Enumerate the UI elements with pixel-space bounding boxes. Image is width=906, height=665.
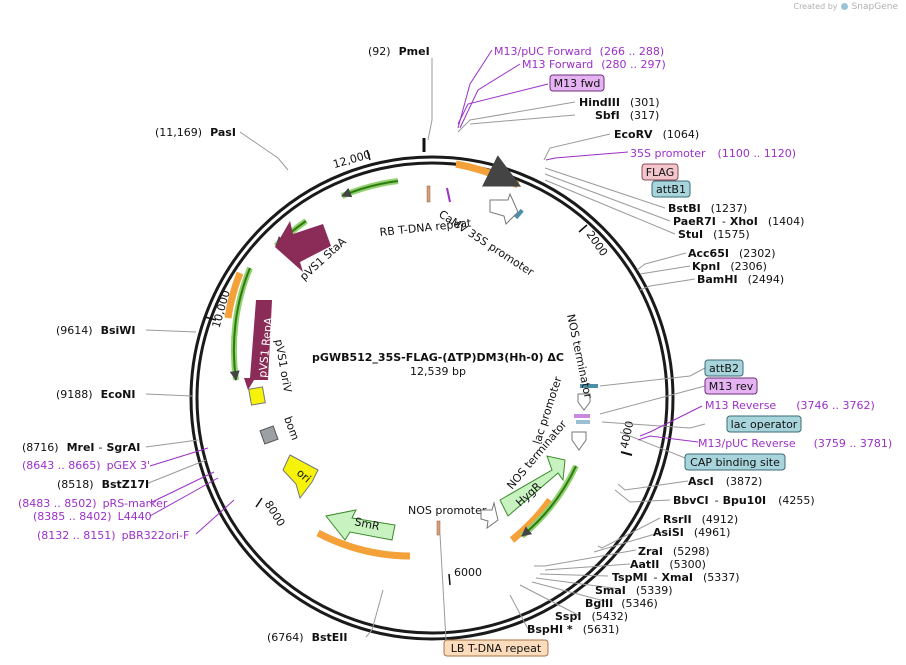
box-m13-rev-label: M13 rev	[709, 380, 754, 393]
site-bstz17i: (8518)BstZ17I	[57, 478, 149, 491]
feature-nos-promoter-arrow	[480, 501, 499, 530]
site-pasi: (11,169)PasI	[155, 126, 236, 139]
primer-m13-forward: M13 Forward(280 .. 297)	[522, 58, 666, 71]
site-mrei-sgrai: (8716)MreI-SgrAI	[22, 441, 140, 454]
box-lac-operator	[726, 415, 802, 433]
box-attb1	[651, 180, 691, 198]
box-flag-label: FLAG	[646, 166, 675, 179]
site-zrai: ZraI(5298)	[638, 545, 710, 558]
feature-nos-promoter-label: NOS promoter	[408, 504, 487, 517]
feature-flag-marker	[514, 208, 524, 220]
feature-repa	[244, 300, 272, 390]
primer-prs-marker: (8483 .. 8502)pRS-marker	[18, 497, 168, 510]
feature-arc-left	[224, 271, 244, 319]
feature-arc-bottom	[316, 529, 411, 560]
watermark-prefix: Created by	[793, 2, 838, 11]
primer-35s-promoter: 35S promoter(1100 .. 1120)	[630, 147, 796, 160]
site-bamhi: BamHI(2494)	[697, 273, 784, 286]
box-lac-operator-label: lac operator	[731, 418, 798, 431]
primer-m13puc-forward: M13/pUC Forward(266 .. 288)	[494, 45, 664, 58]
primer-l4440: (8385 .. 8402)L4440	[33, 510, 152, 523]
feature-repa-label: pVS1 RepA	[256, 316, 275, 378]
site-kpni: KpnI(2306)	[692, 260, 767, 273]
site-bglii: BglII(5346)	[585, 597, 658, 610]
backbone-inner	[195, 161, 669, 635]
box-cap-binding	[684, 453, 786, 471]
feature-rb-marker	[426, 185, 431, 203]
box-attb2-label: attB2	[709, 362, 739, 375]
site-bsteii: (6764)BstEII	[267, 631, 347, 644]
site-asci: AscI(3872)	[688, 475, 762, 488]
site-econi: (9188)EcoNI	[56, 388, 135, 401]
box-flag	[641, 163, 679, 181]
plasmid-size: 12,539 bp	[410, 365, 466, 378]
site-bstbi: BstBI(1237)	[668, 202, 747, 215]
feature-rb-label: RB T-DNA repeat	[379, 216, 472, 239]
feature-oriv-label: pVS1 oriV	[272, 338, 294, 394]
green-arc-top	[340, 178, 399, 199]
site-sspi: SspI(5432)	[555, 610, 628, 623]
box-m13-rev	[704, 377, 758, 395]
feature-nos-terminator-label: NOS terminator	[564, 313, 595, 400]
feature-lb-marker	[436, 520, 441, 536]
feature-lacop-marker	[576, 420, 590, 424]
snapgene-logo-icon	[841, 3, 849, 10]
site-tspmi-xmai: TspMI-XmaI(5337)	[612, 571, 740, 584]
feature-smr	[325, 509, 396, 541]
site-acc65i: Acc65I(2302)	[688, 247, 776, 260]
feature-m13rev-marker	[574, 414, 590, 418]
feature-bom-box	[259, 425, 279, 445]
feature-smr-label: SmR	[353, 515, 381, 533]
feature-lac-promoter-arrow	[571, 431, 587, 451]
feature-hygr	[499, 455, 566, 517]
feature-attb2-marker	[580, 384, 598, 388]
site-ecorv: EcoRV(1064)	[614, 128, 699, 141]
feature-camv-arrow	[489, 192, 519, 225]
site-bbvci-bpu10i: BbvCI-Bpu10I(4255)	[673, 494, 815, 507]
site-bsiwi: (9614)BsiWI	[56, 324, 136, 337]
box-attb2	[704, 359, 744, 377]
primer-connectors	[149, 49, 703, 535]
tick-label-6000: 6000	[454, 566, 482, 579]
site-stui: StuI(1575)	[678, 228, 750, 241]
site-pmei: (92)PmeI	[368, 45, 430, 58]
feature-bom-label: bom	[281, 415, 302, 442]
site-sbfi: SbfI(317)	[595, 109, 659, 122]
backbone-outer	[189, 155, 675, 641]
box-cap-binding-label: CAP binding site	[690, 456, 780, 469]
box-m13-fwd-label: M13 fwd	[554, 77, 601, 90]
site-paer7i-xhoi: PaeR7I-XhoI(1404)	[673, 215, 804, 228]
feature-arc-top-right	[455, 155, 522, 189]
feature-stab	[275, 221, 331, 272]
feature-ori	[282, 454, 319, 500]
site-rsrii: RsrII(4912)	[663, 513, 738, 526]
watermark: Created by SnapGene	[793, 2, 898, 12]
primer-pbr322ori-f: (8132 .. 8151)pBR322ori-F	[37, 529, 189, 542]
primer-pgex3: (8643 .. 8665)pGEX 3'	[22, 459, 150, 472]
site-aatii: AatII(5300)	[630, 558, 706, 571]
feature-oriv-box	[248, 386, 266, 406]
feature-nos-terminator-arrow	[577, 393, 591, 411]
feature-arc-bottom-right	[509, 497, 553, 543]
watermark-brand: SnapGene	[851, 2, 898, 12]
site-smai: SmaI(5339)	[595, 584, 672, 597]
site-bsphi: BspHI *(5631)	[527, 623, 619, 636]
feature-primer-mark	[446, 187, 451, 203]
box-attb1-label: attB1	[656, 183, 686, 196]
box-m13-fwd	[549, 74, 605, 92]
site-hindiii: HindIII(301)	[579, 96, 660, 109]
plasmid-name: pGWB512_35S-FLAG-(ΔTP)DM3(Hh-0) ΔC	[312, 351, 564, 364]
primer-m13-reverse: M13 Reverse(3746 .. 3762)	[705, 399, 875, 412]
box-lb-tdna	[443, 639, 549, 657]
primer-m13puc-reverse: M13/pUC Reverse(3759 .. 3781)	[698, 437, 892, 450]
site-asisi: AsiSI(4961)	[653, 526, 730, 539]
box-lb-tdna-label: LB T-DNA repeat	[451, 642, 542, 655]
tick-label-8000: 8000	[262, 498, 288, 529]
